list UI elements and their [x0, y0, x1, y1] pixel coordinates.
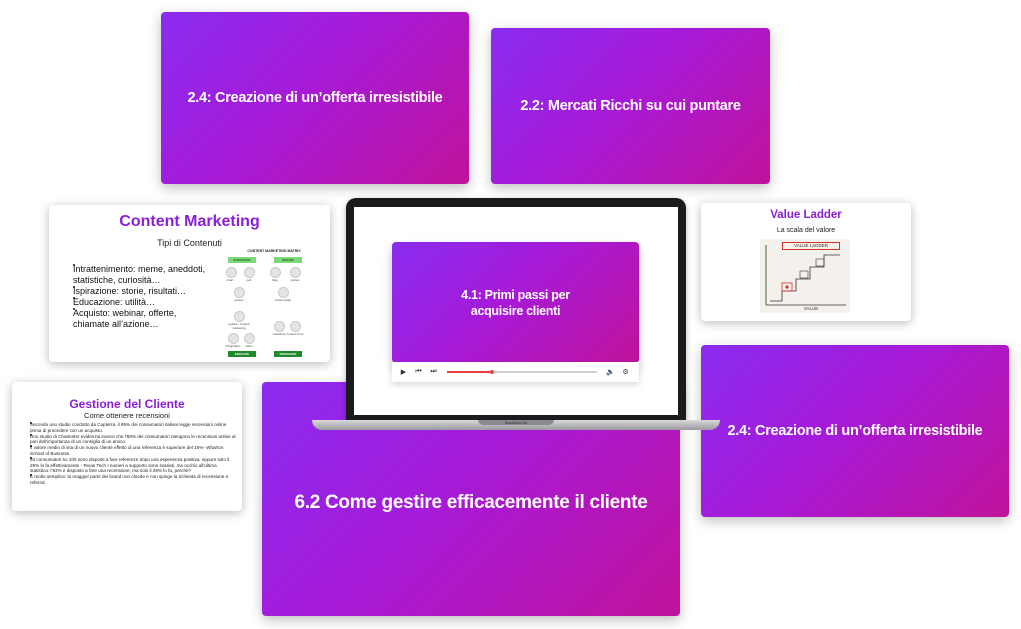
- guides-icon: [234, 311, 245, 322]
- matrix-tag-educate: EDUCATE: [228, 351, 256, 357]
- matrix-label: poll: [246, 278, 252, 282]
- card-title: 6.2 Come gestire efficacemente il client…: [294, 492, 648, 513]
- video-player[interactable]: 4.1: Primi passi per acquisire clienti: [392, 242, 639, 363]
- progress-knob[interactable]: [490, 369, 494, 374]
- list-item: Educazione: utilità…: [63, 297, 213, 308]
- previous-icon[interactable]: ⏮: [415, 368, 422, 375]
- list-item: Intrattenimento: meme, aneddoti, statist…: [63, 264, 213, 286]
- slide-gestione-cliente[interactable]: Gestione del Cliente Come ottenere recen…: [12, 382, 242, 511]
- card-title: 2.4: Creazione di un’offerta irresistibi…: [187, 90, 443, 106]
- list-item: Il valore medio di vita di un nuovo clie…: [24, 445, 236, 457]
- list-item: 83 consumatori su 100 sono disposti a fa…: [24, 456, 236, 474]
- matrix-title: CONTENT MARKETING MATRIX: [247, 249, 301, 253]
- matrix-tag-entertain: ENTERTAIN: [228, 257, 256, 263]
- card-title: 2.2: Mercati Ricchi su cui puntare: [520, 98, 741, 114]
- poll-icon: [244, 267, 255, 278]
- matrix-label: content from: [286, 332, 304, 336]
- matrix-label: video: [245, 344, 253, 348]
- slide-content-marketing[interactable]: Content Marketing Tipi di Contenuti Intr…: [49, 205, 330, 362]
- laptop-model-label: MacBook Air: [504, 420, 528, 425]
- quotes-icon: [234, 287, 245, 298]
- next-icon[interactable]: ⏭: [430, 368, 437, 375]
- content-marketing-matrix: CONTENT MARKETING MATRIX ENTERTAIN INSPI…: [226, 249, 322, 357]
- slide-subtitle: Tipi di Contenuti: [157, 238, 222, 248]
- chart-icon: [226, 267, 237, 278]
- matrix-tag-inspire: INSPIRE: [274, 257, 302, 263]
- infographic-icon: [228, 333, 239, 344]
- value-ladder-sketch-icon: [765, 245, 846, 306]
- matrix-label: workshop: [272, 332, 286, 336]
- testimonials-icon: [278, 287, 289, 298]
- list-item: È molto semplice: la maggior parte dei b…: [24, 474, 236, 486]
- laptop-base: [312, 420, 720, 430]
- content-icon: [290, 321, 301, 332]
- course-card-offerta-right[interactable]: 2.4: Creazione di un’offerta irresistibi…: [701, 345, 1009, 517]
- slide-subtitle: La scala del valore: [776, 227, 836, 234]
- progress-bar[interactable]: [447, 369, 597, 374]
- course-card-mercati[interactable]: 2.2: Mercati Ricchi su cui puntare: [491, 28, 770, 184]
- sketch-title: VALUE LADDER: [782, 242, 840, 250]
- slide-value-ladder[interactable]: Value Ladder La scala del valore VALUE L…: [701, 203, 911, 321]
- card-title: 2.4: Creazione di un’offerta irresistibi…: [727, 423, 983, 439]
- slide-title: Value Ladder: [770, 209, 842, 221]
- settings-icon[interactable]: ⚙: [622, 369, 629, 376]
- video-title: 4.1: Primi passi per acquisire clienti: [461, 287, 570, 318]
- slide-title: Gestione del Cliente: [69, 397, 185, 411]
- list-item: Uno studio di Chatmeter evidenzia invece…: [24, 433, 236, 446]
- matrix-label: chart: [226, 278, 234, 282]
- matrix-label: infographic: [225, 344, 241, 348]
- sketch-axis-label: VALUE: [803, 306, 819, 311]
- progress-fill: [447, 371, 492, 373]
- volume-icon[interactable]: 🔈: [606, 369, 615, 376]
- blog-icon: [270, 267, 281, 278]
- list-item: Secondo uno studio condotto da Capterra,…: [24, 422, 236, 434]
- list-item: Acquisto: webinar, offerte, chiamate all…: [63, 308, 213, 330]
- course-card-offerta-top[interactable]: 2.4: Creazione di un’offerta irresistibi…: [161, 12, 469, 184]
- matrix-label: stories: [290, 278, 300, 282]
- bullet-list: Secondo uno studio condotto da Capterra,…: [24, 422, 236, 486]
- slide-title: Content Marketing: [119, 213, 260, 230]
- matrix-label: guides / content marketing: [228, 322, 250, 330]
- matrix-label: blog: [272, 278, 278, 282]
- matrix-label: quotes: [234, 298, 244, 302]
- matrix-tag-persuade: PERSUADE: [274, 351, 302, 357]
- video-icon: [244, 333, 255, 344]
- play-icon[interactable]: ▶: [400, 369, 407, 376]
- video-controls: ▶ ⏮ ⏭ 🔈 ⚙: [392, 362, 639, 382]
- bullet-list: Intrattenimento: meme, aneddoti, statist…: [63, 264, 213, 330]
- workshop-icon: [274, 321, 285, 332]
- value-ladder-sketch: VALUE LADDER VALUE: [760, 239, 850, 313]
- matrix-label: testimonials: [275, 298, 291, 302]
- laptop-notch: [478, 420, 554, 425]
- list-item: Ispirazione: storie, risultati…: [63, 286, 213, 297]
- slide-subtitle: Come ottenere recensioni: [84, 411, 170, 420]
- stories-icon: [290, 267, 301, 278]
